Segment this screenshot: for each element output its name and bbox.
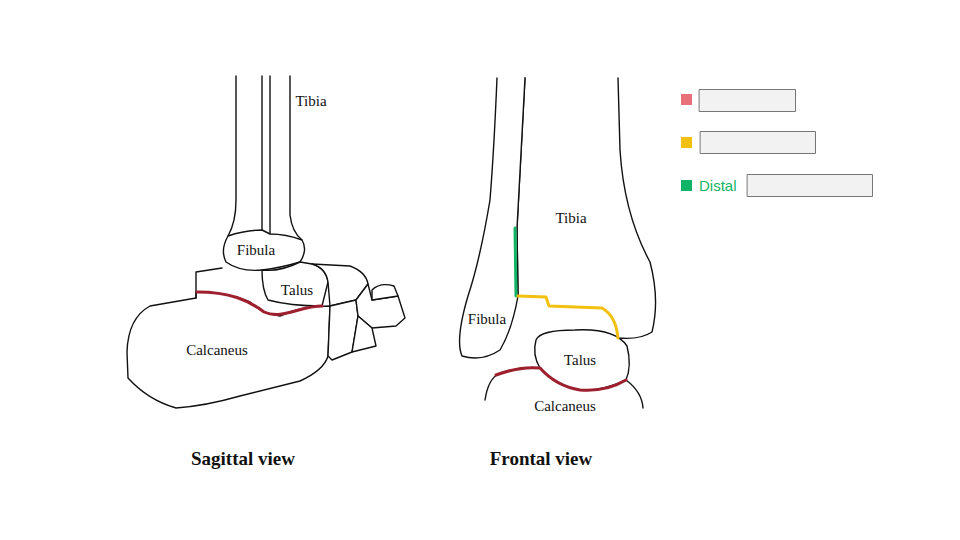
- bone-label: Talus: [563, 352, 597, 369]
- bone-label: Tibia: [294, 93, 327, 110]
- answer-box: [701, 132, 816, 154]
- legend-swatch: [681, 180, 692, 191]
- legend-swatch: [681, 94, 692, 105]
- bone-label: Talus: [280, 282, 314, 299]
- answer-box: [748, 175, 873, 197]
- bone-label: Calcaneus: [533, 398, 597, 415]
- syndesmosis-line: [515, 228, 516, 296]
- legend-text: Distal: [699, 178, 737, 195]
- bone-label: Fibula: [467, 311, 507, 328]
- answer-box: [700, 90, 796, 112]
- bone-label: Fibula: [236, 242, 276, 259]
- sagittal-bones: [127, 76, 405, 408]
- view-caption: Frontal view: [489, 449, 594, 470]
- bone-label: Calcaneus: [185, 342, 249, 359]
- view-caption: Sagittal view: [190, 449, 296, 470]
- frontal-bones: [460, 78, 656, 408]
- tibiotalar-joint-line: [518, 296, 618, 338]
- legend-swatch: [681, 137, 692, 148]
- subtalar-joint-line: [496, 368, 626, 391]
- bone-label: Tibia: [554, 210, 587, 227]
